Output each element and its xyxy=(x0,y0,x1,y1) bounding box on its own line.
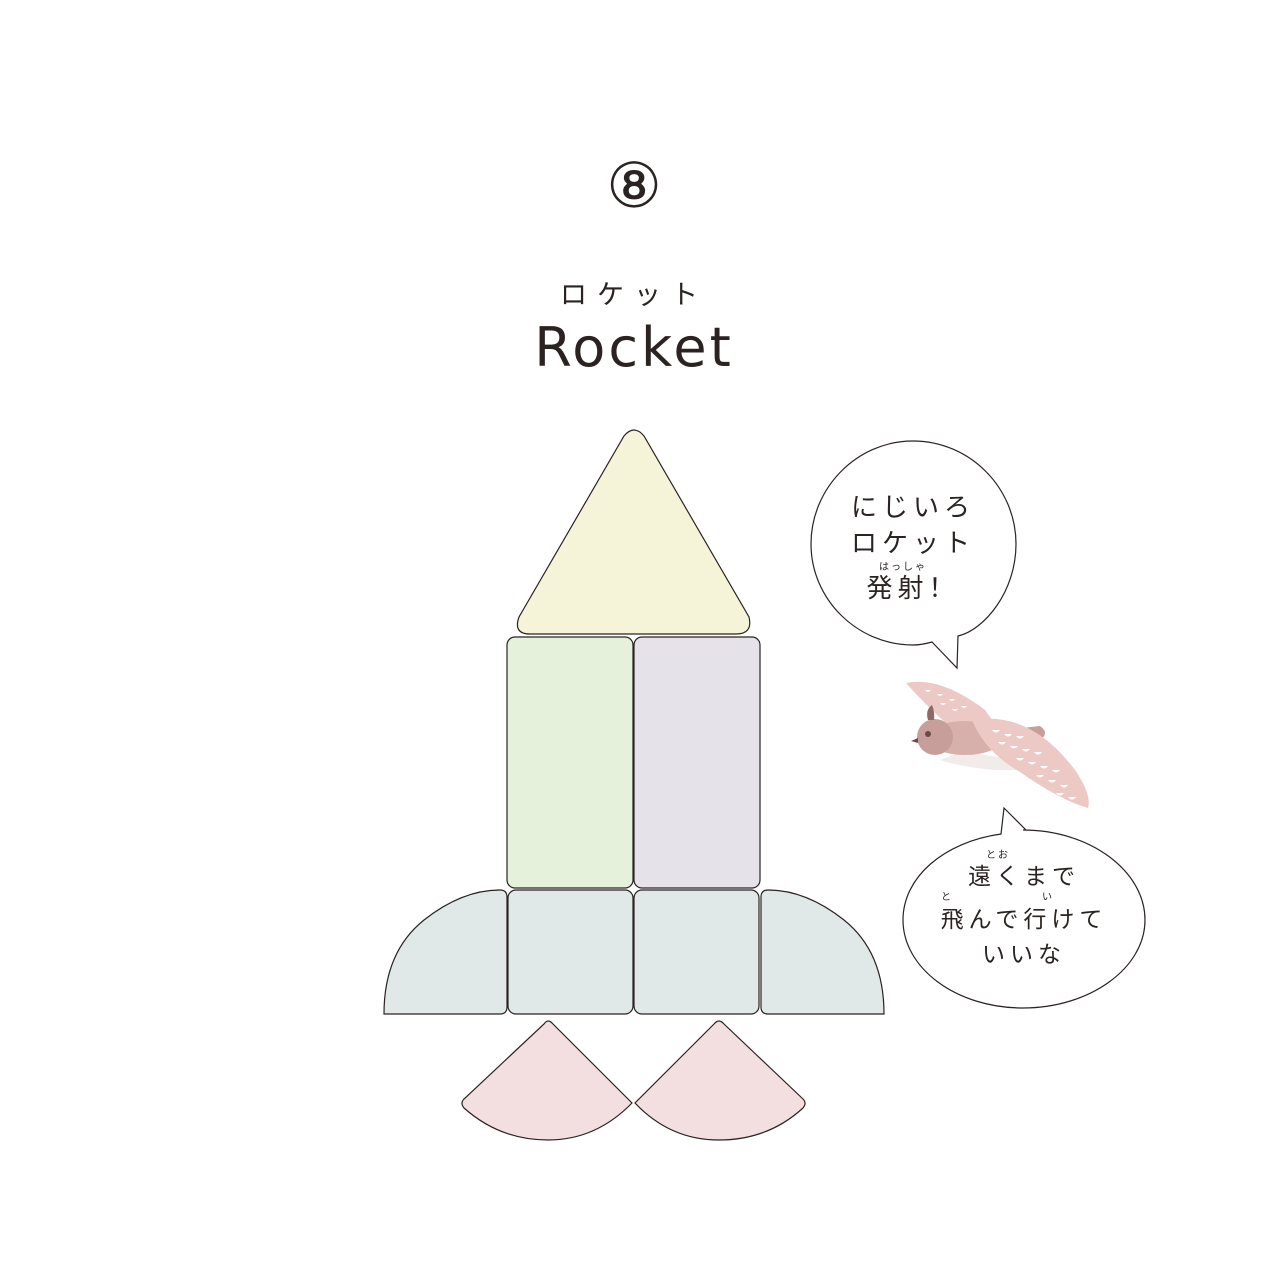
speech-bubble-top xyxy=(810,440,1017,670)
flying-bird-icon xyxy=(906,681,1089,808)
nose-block xyxy=(516,429,751,635)
flame-left xyxy=(461,1020,633,1141)
bubble-bottom-ruby-2: と い xyxy=(924,892,1124,904)
bubble-top-line-1: にじいろ xyxy=(850,493,975,523)
base-wing-left xyxy=(383,889,508,1015)
bubble-top-line-2: ロケット xyxy=(850,529,975,559)
flame-right xyxy=(634,1020,806,1141)
bubble-bottom-line-1: 遠くまで xyxy=(968,864,1080,890)
bubble-bottom-line-2: 飛んで行けて xyxy=(940,907,1108,933)
base-block-left xyxy=(507,889,634,1015)
page-title: Rocket xyxy=(534,316,734,379)
bubble-top-line-3: 発射！ xyxy=(866,574,960,604)
bubble-bottom-line-3: いいな xyxy=(982,942,1066,968)
base-block-right xyxy=(633,889,760,1015)
bubble-bottom-ruby-2a: と xyxy=(941,892,953,903)
bubble-top-ruby: はっしゃ xyxy=(879,562,927,573)
bubble-bottom-ruby-1: とお xyxy=(986,850,1010,861)
body-block-right xyxy=(633,636,761,889)
body-block-left xyxy=(506,636,634,889)
bubble-bottom-text: とお 遠くまで と い 飛んで行けて いいな xyxy=(924,850,1124,974)
speech-bubble-bottom xyxy=(902,806,1146,1009)
base-wing-right xyxy=(760,889,885,1015)
page-number: ⑧ xyxy=(606,149,662,222)
title-kana: ロケット xyxy=(560,280,708,311)
bubble-top-text: にじいろ ロケット はっしゃ 発射！ xyxy=(828,490,998,604)
bubble-bottom-ruby-2b: い xyxy=(1042,892,1054,903)
